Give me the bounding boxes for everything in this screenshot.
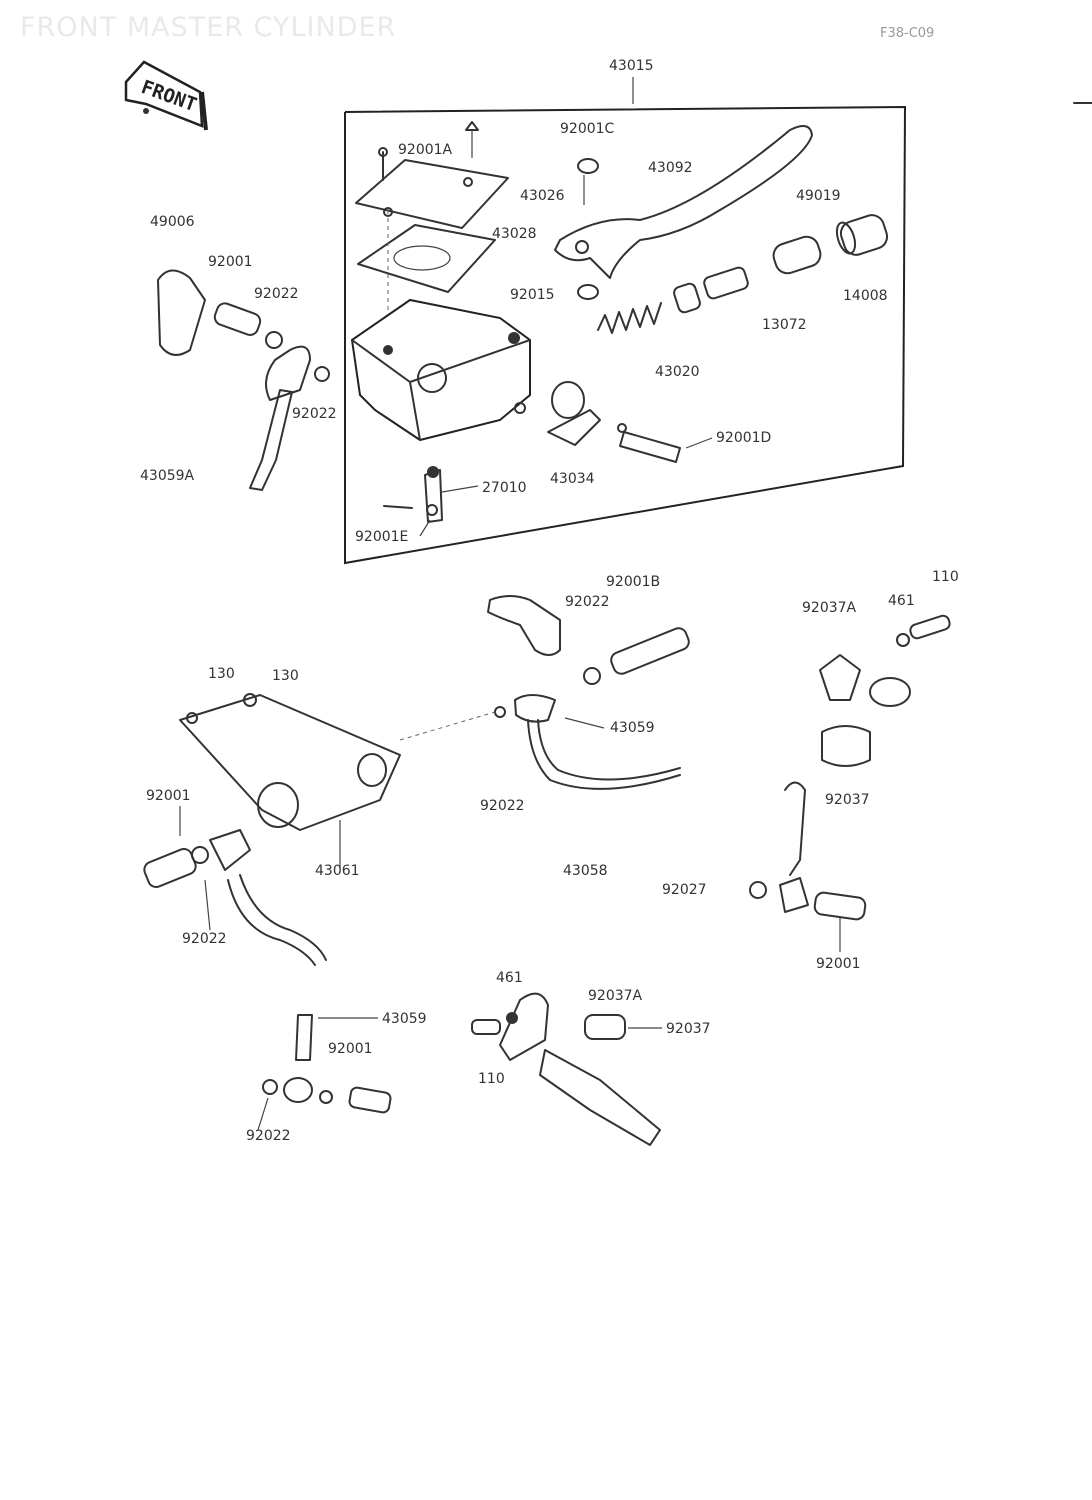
label-27010: 27010: [482, 480, 527, 496]
lever-bracket-and-pivot-bolt: [547, 381, 681, 463]
label-92022-left-mid: 92022: [292, 406, 337, 422]
right-hose-and-clamp: [749, 614, 951, 921]
page-title: FRONT MASTER CYLINDER: [20, 12, 397, 43]
label-92022-upper-left: 92022: [254, 286, 299, 302]
label-461-top: 461: [888, 593, 915, 609]
reservoir-cap: [355, 159, 509, 293]
label-92001d: 92001D: [716, 430, 771, 446]
label-92015: 92015: [510, 287, 555, 303]
label-130-b: 130: [272, 668, 299, 684]
hose-clamp-assembly: [179, 693, 401, 831]
label-110-top: 110: [932, 569, 959, 585]
label-92037-right: 92037: [825, 792, 870, 808]
label-92022-mid-top: 92022: [565, 594, 610, 610]
label-92001a: 92001A: [398, 142, 453, 158]
lower-left-brake-hose: [143, 829, 327, 966]
label-461-bottom: 461: [496, 970, 523, 986]
label-43059a: 43059A: [140, 468, 195, 484]
piston-assembly: [597, 214, 889, 334]
label-43020: 43020: [655, 364, 700, 380]
master-cylinder-assembly-box: [344, 77, 907, 565]
upper-brake-hose: [157, 269, 330, 491]
brake-lever: [554, 125, 813, 300]
label-92001-right: 92001: [816, 956, 861, 972]
label-130-a: 130: [208, 666, 235, 682]
label-43092: 43092: [648, 160, 693, 176]
label-43059-mid: 43059: [610, 720, 655, 736]
label-92037-bottom: 92037: [666, 1021, 711, 1037]
label-92022-bottom: 92022: [246, 1128, 291, 1144]
label-110-bottom: 110: [478, 1071, 505, 1087]
label-43015: 43015: [609, 58, 654, 74]
label-92001b: 92001B: [606, 574, 660, 590]
label-92001-left-mid: 92001: [146, 788, 191, 804]
bottom-hose-fittings: [262, 1014, 392, 1114]
brake-hose-joint: [399, 595, 690, 790]
bottom-lever-bracket: [471, 992, 661, 1146]
label-43061: 43061: [315, 863, 360, 879]
label-92001-upper-left: 92001: [208, 254, 253, 270]
label-92001c-upper: 92001C: [560, 121, 615, 137]
label-92027: 92027: [662, 882, 707, 898]
label-92037a-top: 92037A: [802, 600, 857, 616]
leader-lines: [179, 437, 841, 1131]
bleed-valve: [383, 466, 443, 523]
label-92001e: 92001E: [355, 529, 408, 545]
front-direction-marker: FRONT: [124, 60, 208, 131]
label-49019: 49019: [796, 188, 841, 204]
label-13072: 13072: [762, 317, 807, 333]
master-cylinder-body: [350, 298, 531, 442]
label-92037a-bottom: 92037A: [588, 988, 643, 1004]
label-14008: 14008: [843, 288, 888, 304]
part-labels: 43015 92001C 92001A 43092 43026 49019 49…: [140, 58, 959, 1144]
label-92022-lower-left: 92022: [182, 931, 227, 947]
label-92001-bottom: 92001: [328, 1041, 373, 1057]
label-43059-bottom: 43059: [382, 1011, 427, 1027]
label-92022-mid: 92022: [480, 798, 525, 814]
diagram-reference-code: F38-C09: [880, 26, 935, 41]
label-43058: 43058: [563, 863, 608, 879]
label-49006: 49006: [150, 214, 195, 230]
label-43026: 43026: [520, 188, 565, 204]
label-43034: 43034: [550, 471, 595, 487]
label-43028: 43028: [492, 226, 537, 242]
